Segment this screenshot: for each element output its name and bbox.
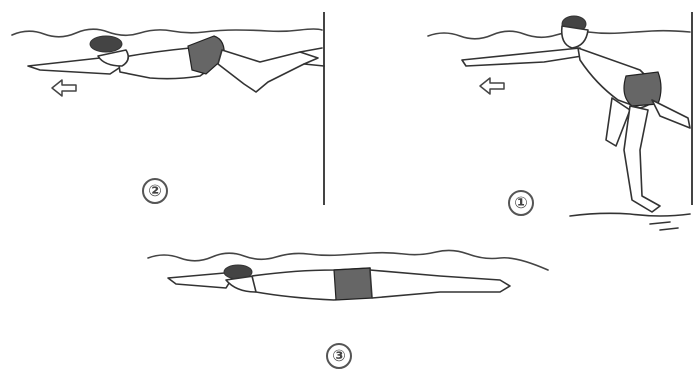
step-label-1: ① [508, 190, 534, 216]
swimmer-figure-3 [168, 265, 510, 300]
trunks-icon [334, 268, 372, 300]
step-label-2: ② [142, 178, 168, 204]
water-surface [148, 250, 548, 270]
step-label-3: ③ [326, 343, 352, 369]
